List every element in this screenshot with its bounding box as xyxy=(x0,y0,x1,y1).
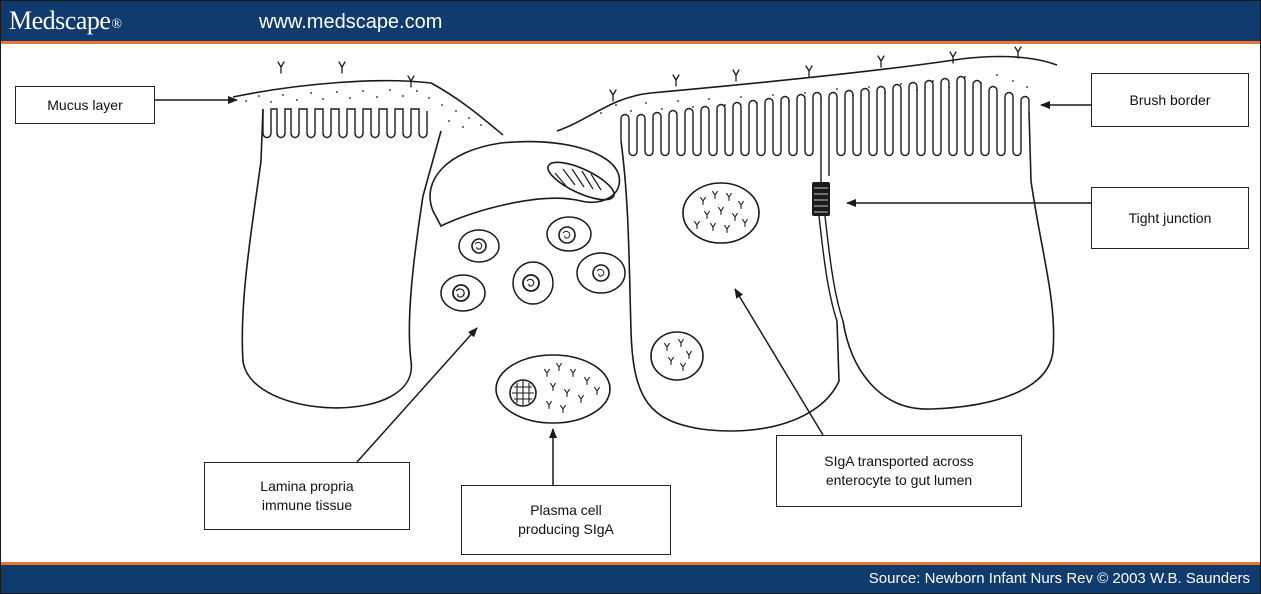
enterocyte-left xyxy=(242,109,441,408)
label-lamina-propria-line1: Lamina propria xyxy=(260,477,353,496)
microvilli-left xyxy=(263,109,427,138)
label-tight-junction: Tight junction xyxy=(1091,187,1249,249)
label-mucus-layer: Mucus layer xyxy=(15,86,155,124)
sigA-vesicle xyxy=(683,183,759,243)
label-brush-border-text: Brush border xyxy=(1130,91,1211,110)
label-tight-junction-text: Tight junction xyxy=(1129,209,1212,228)
footer-bar: Source: Newborn Infant Nurs Rev © 2003 W… xyxy=(1,565,1260,593)
label-sigA-transport-line2: enterocyte to gut lumen xyxy=(826,471,972,490)
sigA-vesicle xyxy=(651,332,703,380)
arrow-sigA-transport xyxy=(735,289,823,435)
immune-cell xyxy=(547,217,591,251)
immune-cell xyxy=(577,253,625,293)
label-sigA-transport-line1: SIgA transported across xyxy=(824,452,973,471)
microvilli-center xyxy=(621,93,821,177)
label-mucus-layer-text: Mucus layer xyxy=(47,96,122,115)
arrow-lamina-propria xyxy=(357,328,477,462)
lamina-propria-dome xyxy=(430,142,619,226)
tight-junction xyxy=(812,176,843,321)
microvilli-right xyxy=(829,77,1029,177)
immune-cell xyxy=(459,230,499,262)
label-plasma-cell-line2: producing SIgA xyxy=(518,520,614,539)
enterocyte-right xyxy=(829,77,1054,410)
immune-cells xyxy=(441,217,625,311)
plasma-cell xyxy=(496,355,610,423)
immune-cell xyxy=(513,262,553,304)
label-plasma-cell: Plasma cell producing SIgA xyxy=(461,485,671,555)
mitochondrion xyxy=(543,155,618,207)
label-sigA-transport: SIgA transported across enterocyte to gu… xyxy=(776,435,1022,507)
label-lamina-propria-line2: immune tissue xyxy=(262,496,352,515)
label-lamina-propria: Lamina propria immune tissue xyxy=(204,462,410,530)
source-credit: Source: Newborn Infant Nurs Rev © 2003 W… xyxy=(869,569,1250,589)
label-brush-border: Brush border xyxy=(1091,73,1249,127)
enterocyte-center xyxy=(621,93,839,432)
label-plasma-cell-line1: Plasma cell xyxy=(530,501,602,520)
immune-cell xyxy=(441,275,485,311)
